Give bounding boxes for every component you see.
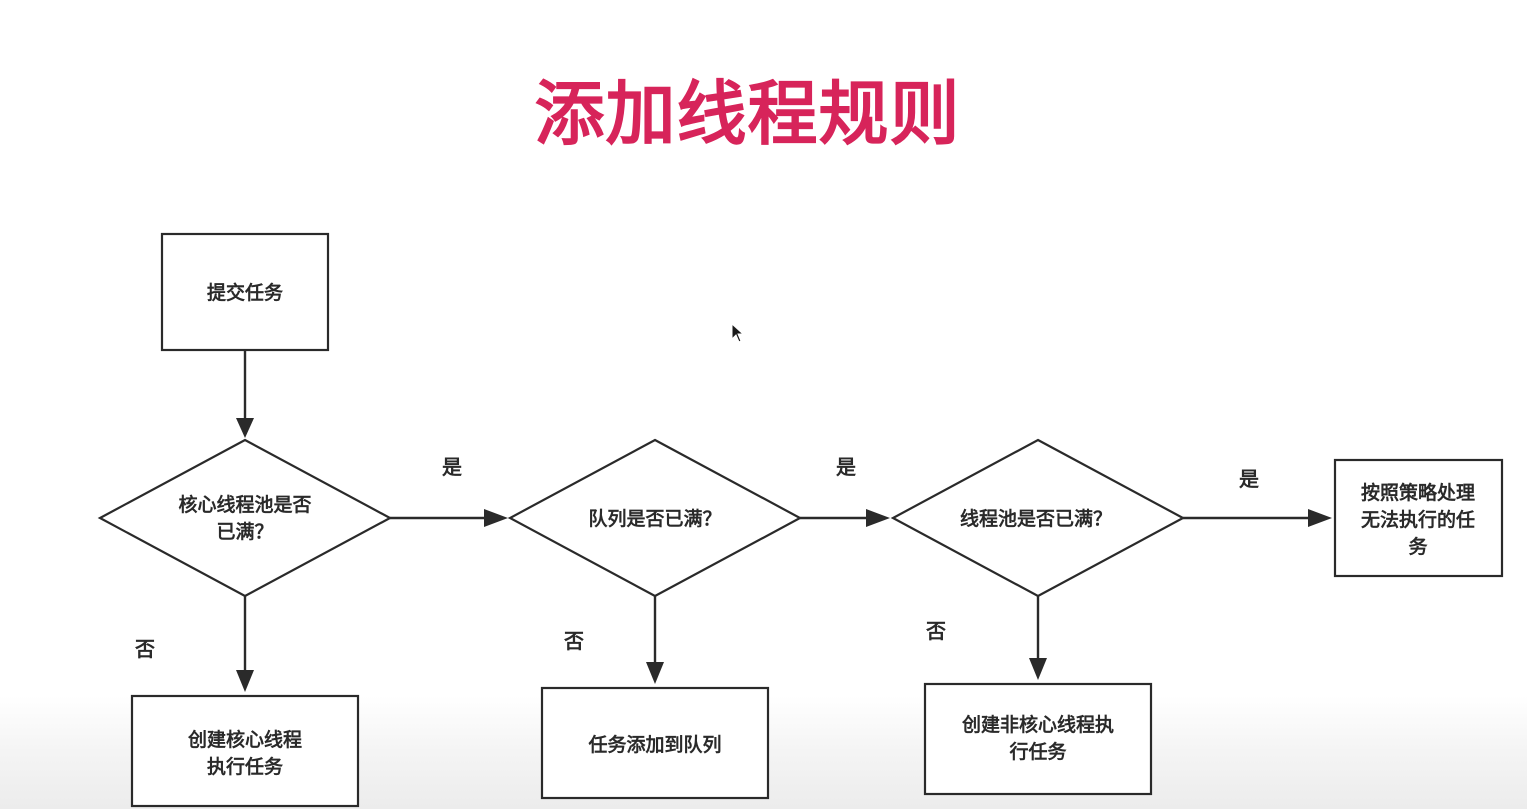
node-label: 创建核心线程	[187, 728, 302, 751]
node-create-noncore-thread: 创建非核心线程执 行任务	[923, 682, 1153, 796]
decision-core-pool-full: 核心线程池是否 已满？	[97, 438, 393, 598]
slide-title: 添加线程规则	[534, 73, 961, 155]
edges	[236, 350, 1332, 692]
edge-label-yes: 是	[441, 455, 462, 479]
edge-label-no: 否	[134, 637, 155, 661]
arrowhead	[866, 509, 890, 527]
arrowhead	[646, 662, 664, 684]
node-reject-by-policy: 按照策略处理 无法执行的任 务	[1333, 458, 1504, 578]
node-label: 任务添加到队列	[587, 733, 721, 756]
edge-label-yes: 是	[835, 455, 856, 479]
node-label: 队列是否已满？	[588, 507, 721, 530]
mouse-cursor-icon	[731, 323, 745, 343]
arrowhead	[484, 509, 508, 527]
node-label: 按照策略处理	[1361, 481, 1475, 504]
arrowhead	[236, 418, 254, 438]
node-label: 执行任务	[207, 755, 284, 778]
node-label: 务	[1408, 535, 1428, 558]
edge-label-no: 否	[563, 629, 584, 653]
arrowhead	[236, 670, 254, 692]
arrowhead	[1308, 509, 1332, 527]
node-label: 已满？	[216, 520, 273, 543]
node-label: 核心线程池是否	[178, 493, 311, 516]
node-label: 创建非核心线程执	[961, 713, 1114, 736]
arrowhead	[1029, 658, 1047, 680]
decision-queue-full: 队列是否已满？	[507, 438, 803, 598]
node-label: 提交任务	[207, 281, 284, 304]
edge-label-yes: 是	[1238, 467, 1259, 491]
node-label: 线程池是否已满？	[960, 507, 1112, 530]
decision-pool-full: 线程池是否已满？	[890, 438, 1186, 598]
node-label: 无法执行的任	[1361, 508, 1475, 531]
node-add-to-queue: 任务添加到队列	[540, 686, 770, 800]
node-label: 行任务	[1008, 740, 1067, 763]
node-submit-task: 提交任务	[160, 232, 330, 352]
node-create-core-thread: 创建核心线程 执行任务	[130, 694, 360, 808]
edge-label-no: 否	[925, 619, 946, 643]
